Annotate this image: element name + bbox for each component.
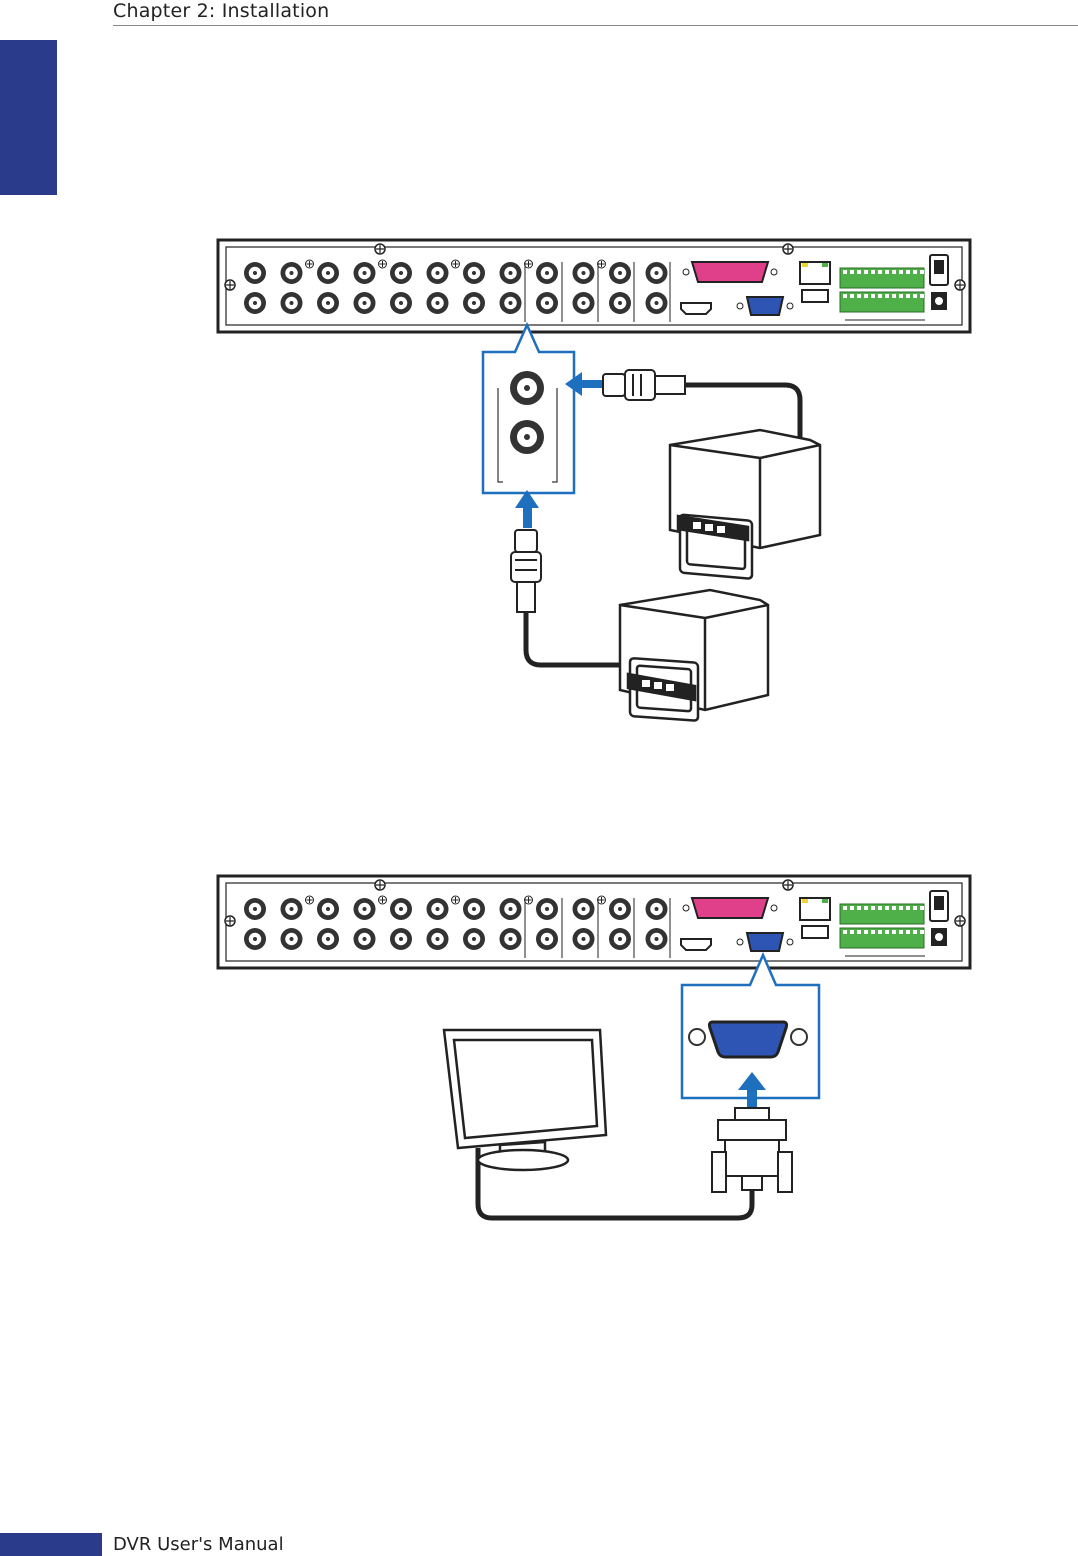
bnc-port-icon: [317, 928, 339, 950]
bnc-port-icon: [500, 262, 522, 284]
screw-icon: [375, 880, 385, 890]
bnc-port-icon: [390, 928, 412, 950]
screw-icon: [225, 280, 235, 290]
bnc-port-icon: [500, 898, 522, 920]
bnc-port-icon: [646, 898, 668, 920]
bnc-port-icon: [390, 262, 412, 284]
power-switch-icon: [930, 891, 948, 921]
screw-icon: [955, 280, 965, 290]
bnc-port-icon: [354, 928, 376, 950]
bnc-port-icon: [500, 292, 522, 314]
insert-arrow-up-icon: [515, 490, 539, 528]
bnc-plug-vertical-icon: [511, 530, 541, 612]
bnc-port-icon: [244, 898, 266, 920]
ethernet-port-icon: [800, 898, 830, 920]
bnc-connector-bottom-icon: [510, 420, 544, 454]
usb-port-icon: [802, 290, 828, 302]
usb-port-icon: [802, 926, 828, 938]
crt-monitor-bottom-icon: [620, 590, 768, 721]
bnc-port-icon: [281, 898, 303, 920]
bnc-port-icon: [536, 928, 558, 950]
page-header-title: Chapter 2: Installation: [113, 0, 329, 22]
bnc-port-icon: [609, 928, 631, 950]
header-divider: [113, 25, 1078, 26]
bnc-port-icon: [244, 928, 266, 950]
bnc-port-icon: [354, 898, 376, 920]
ethernet-port-icon: [800, 262, 830, 284]
footer-bar: [0, 1533, 102, 1556]
bnc-port-icon: [281, 262, 303, 284]
bnc-port-icon: [427, 262, 449, 284]
screw-icon: [225, 916, 235, 926]
bnc-port-icon: [536, 292, 558, 314]
bnc-port-icon: [317, 898, 339, 920]
chapter-side-tab: [0, 40, 57, 195]
bnc-port-icon: [427, 292, 449, 314]
bnc-port-icon: [646, 262, 668, 284]
power-switch-icon: [930, 255, 948, 285]
bnc-port-icon: [463, 928, 485, 950]
screw-icon: [375, 244, 385, 254]
bnc-port-icon: [573, 262, 595, 284]
crt-monitor-top-icon: [670, 430, 820, 579]
vga-plug-icon: [712, 1108, 792, 1192]
bnc-monitor-connection-figure: [0, 230, 1078, 730]
bnc-port-icon: [390, 898, 412, 920]
dc-power-jack-icon: [931, 928, 947, 946]
bnc-port-icon: [427, 928, 449, 950]
bnc-port-icon: [536, 262, 558, 284]
dvr-rear-panel: [218, 876, 970, 968]
dc-power-jack-icon: [931, 292, 947, 310]
bnc-port-icon: [609, 262, 631, 284]
bnc-port-icon: [463, 898, 485, 920]
bnc-port-icon: [573, 292, 595, 314]
bnc-port-icon: [646, 928, 668, 950]
db25-port-icon: [683, 262, 777, 282]
db25-port-icon: [683, 898, 777, 918]
hdmi-port-icon: [681, 939, 711, 950]
bnc-port-icon: [573, 928, 595, 950]
dvr-rear-panel: [218, 240, 970, 332]
bnc-port-icon: [281, 292, 303, 314]
screw-icon: [783, 880, 793, 890]
bnc-port-icon: [609, 898, 631, 920]
cable-to-monitor-bottom: [526, 612, 625, 665]
bnc-port-icon: [281, 928, 303, 950]
bnc-port-icon: [646, 292, 668, 314]
bnc-port-icon: [244, 262, 266, 284]
bnc-plug-horizontal-icon: [603, 370, 685, 400]
bnc-port-icon: [317, 292, 339, 314]
bnc-port-icon: [427, 898, 449, 920]
bnc-port-icon: [354, 292, 376, 314]
bnc-port-icon: [463, 262, 485, 284]
bnc-connector-top-icon: [510, 371, 544, 405]
bnc-port-icon: [244, 292, 266, 314]
screw-icon: [955, 916, 965, 926]
bnc-port-icon: [390, 292, 412, 314]
bnc-port-icon: [317, 262, 339, 284]
bnc-port-icon: [573, 898, 595, 920]
lcd-monitor-icon: [444, 1030, 606, 1170]
hdmi-port-icon: [681, 303, 711, 314]
vga-monitor-connection-figure: [0, 865, 1078, 1225]
footer-manual-title: DVR User's Manual: [113, 1534, 284, 1555]
bnc-port-icon: [463, 292, 485, 314]
bnc-port-icon: [354, 262, 376, 284]
bnc-callout-frame: [483, 325, 574, 493]
screw-icon: [783, 244, 793, 254]
bnc-port-icon: [609, 292, 631, 314]
bnc-port-icon: [500, 928, 522, 950]
bnc-port-icon: [536, 898, 558, 920]
